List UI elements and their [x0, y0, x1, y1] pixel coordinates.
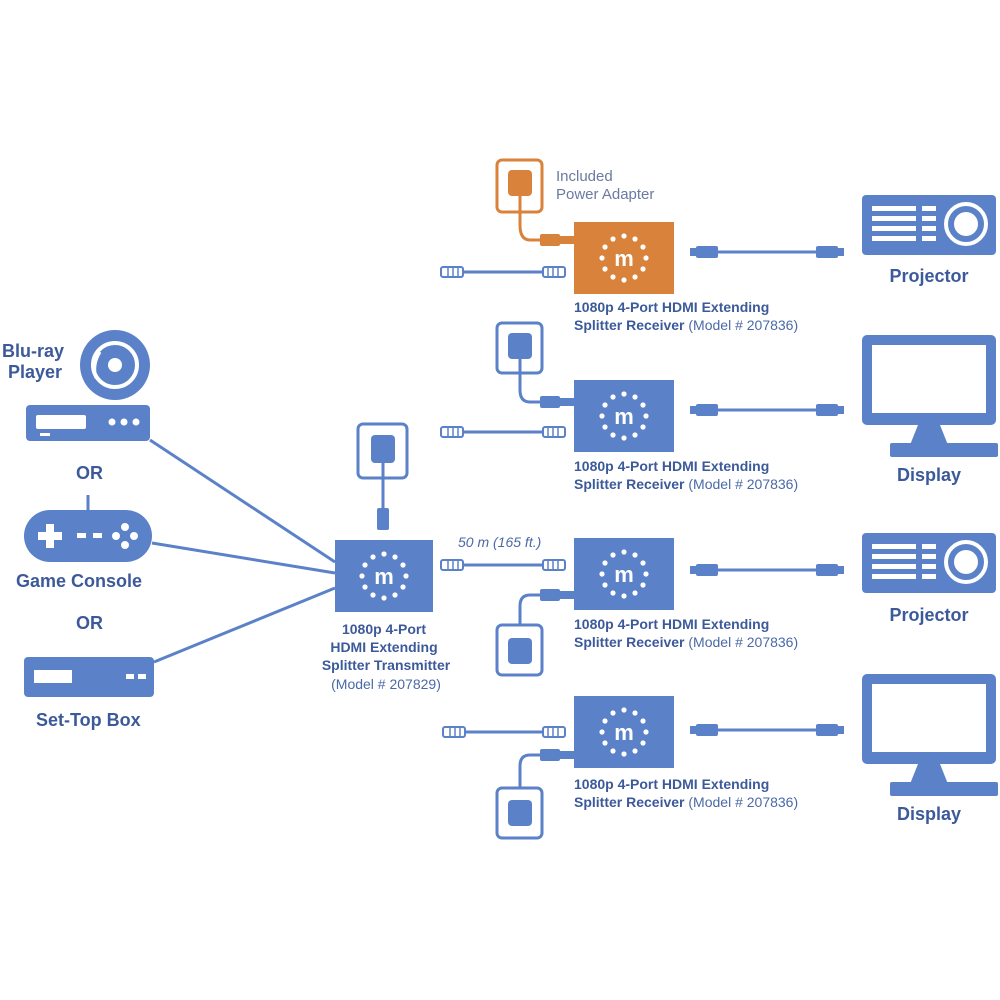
monitor-icon — [862, 335, 998, 457]
bluray-label: Blu-ray — [2, 341, 64, 361]
projector-icon-2 — [862, 533, 996, 593]
receiver-2-hdmi — [690, 404, 844, 416]
receiver-3-power-adapter — [495, 589, 574, 677]
settop-box-icon — [24, 657, 154, 697]
receiver-4-label-2: Splitter Receiver (Model # 207836) — [574, 794, 798, 810]
receiver-2-box: m — [574, 380, 674, 452]
or-label-2: OR — [76, 613, 103, 633]
cable-distance-label: 50 m (165 ft.) — [458, 534, 541, 550]
receiver-2-power-adapter — [495, 321, 574, 408]
receiver-3-hdmi — [690, 564, 844, 576]
output-3-label: Projector — [889, 605, 968, 625]
power-adapter-highlight — [495, 158, 574, 246]
bluray-player-icon — [26, 405, 150, 441]
receiver-4-hdmi — [690, 724, 844, 736]
output-1-label: Projector — [889, 266, 968, 286]
transmitter-logo: m — [374, 564, 394, 589]
receiver-4-ethernet — [442, 726, 566, 738]
or-label-1: OR — [76, 463, 103, 483]
projector-icon — [862, 195, 996, 255]
bluray-label-line2: Player — [8, 362, 62, 382]
receiver-2-logo: m — [614, 404, 634, 429]
bluray-disc-icon — [80, 330, 150, 400]
monitor-icon-2 — [862, 674, 998, 796]
transmitter-box: m — [335, 540, 433, 612]
receiver-1-label-1: 1080p 4-Port HDMI Extending — [574, 299, 769, 315]
settop-box-label: Set-Top Box — [36, 710, 141, 730]
source-cables — [149, 438, 336, 664]
receiver-4-box: m — [574, 696, 674, 768]
receiver-4-label-1: 1080p 4-Port HDMI Extending — [574, 776, 769, 792]
transmitter-label-4: (Model # 207829) — [331, 676, 441, 692]
output-4-label: Display — [897, 804, 961, 824]
receiver-3-box: m — [574, 538, 674, 610]
receiver-1-label-2: Splitter Receiver (Model # 207836) — [574, 317, 798, 333]
transmitter-label-2: HDMI Extending — [330, 639, 437, 655]
receiver-3-label-1: 1080p 4-Port HDMI Extending — [574, 616, 769, 632]
receiver-2-ethernet — [440, 426, 566, 438]
transmitter-label-1: 1080p 4-Port — [342, 621, 426, 637]
receiver-2-label-1: 1080p 4-Port HDMI Extending — [574, 458, 769, 474]
receiver-4-power-adapter — [495, 749, 574, 840]
power-adapter-label-2: Power Adapter — [556, 186, 654, 203]
receiver-1-logo: m — [614, 246, 634, 271]
transmitter-power-adapter — [356, 422, 409, 530]
receiver-1-ethernet — [440, 266, 566, 278]
game-console-icon — [24, 495, 152, 562]
output-2-label: Display — [897, 465, 961, 485]
game-console-label: Game Console — [16, 571, 142, 591]
receiver-3-logo: m — [614, 562, 634, 587]
receiver-2-label-2: Splitter Receiver (Model # 207836) — [574, 476, 798, 492]
receiver-3-label-2: Splitter Receiver (Model # 207836) — [574, 634, 798, 650]
receiver-1-hdmi — [690, 246, 844, 258]
receiver-4-logo: m — [614, 720, 634, 745]
transmitter-label-3: Splitter Transmitter — [322, 657, 451, 673]
power-adapter-label-1: Included — [556, 168, 613, 185]
receiver-1-box: m — [574, 222, 674, 294]
transmitter-to-receiver-3-ethernet — [440, 559, 566, 571]
